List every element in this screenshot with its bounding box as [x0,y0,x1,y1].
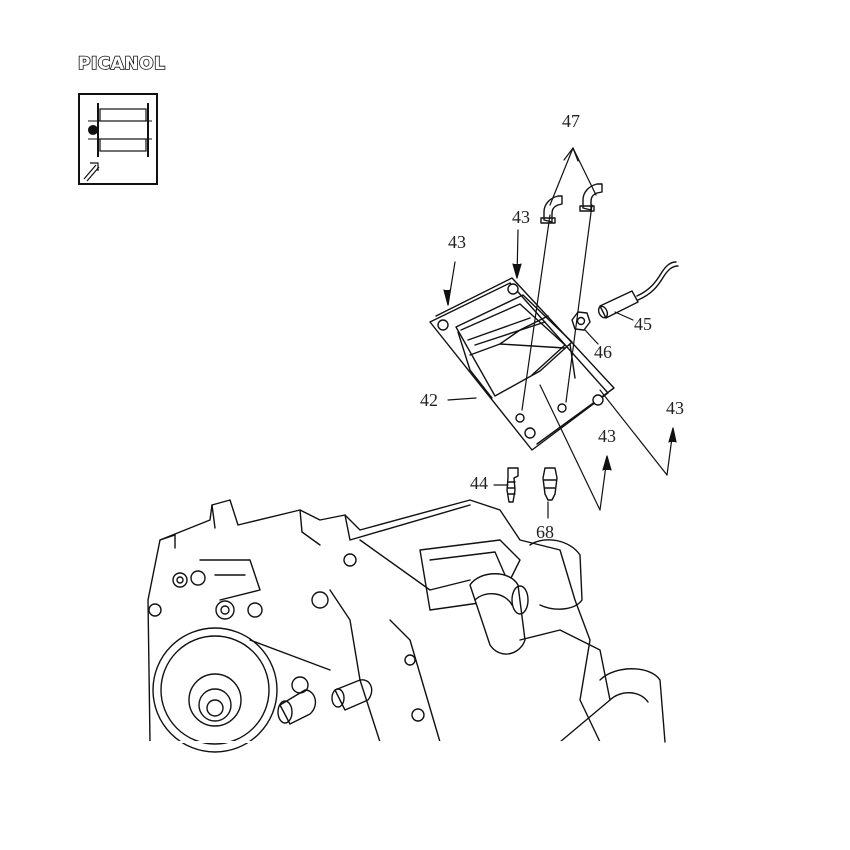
callout-43-right: 43 [666,398,684,418]
leader-lines [443,147,677,519]
arrow-icon [83,162,100,182]
callout-43-top-left: 43 [448,232,466,252]
cover-plate-42 [429,277,615,451]
fitting-44 [506,467,519,503]
location-thumbnail [78,93,158,185]
elbow-fitting-47-right [579,183,603,212]
sensor-45 [597,261,679,319]
elbow-fitting-47-left [540,195,563,224]
callout-45: 45 [634,314,652,334]
thumbnail-drawing [83,103,152,182]
gearbox-housing [147,499,666,753]
callout-42: 42 [420,390,438,410]
callout-68: 68 [536,522,554,542]
callout-46: 46 [594,342,612,362]
fitting-68 [542,467,558,501]
callout-43-lower: 43 [598,426,616,446]
callout-44: 44 [470,473,488,493]
callout-43-top: 43 [512,207,530,227]
nut-46 [571,311,591,331]
picanol-logo: PICANOL [77,53,166,75]
callout-47: 47 [562,111,580,131]
